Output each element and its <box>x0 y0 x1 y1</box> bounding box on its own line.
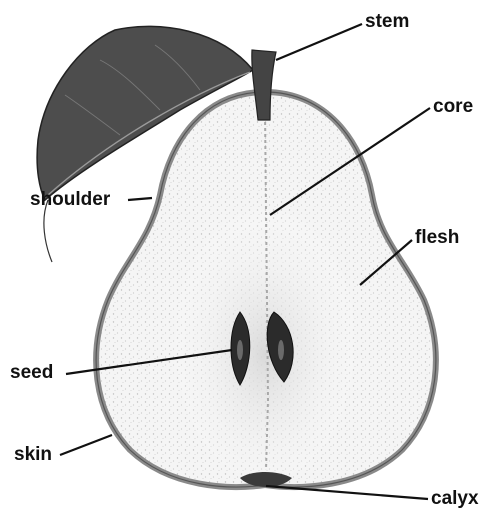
label-shoulder: shoulder <box>30 190 110 209</box>
label-flesh: flesh <box>415 228 459 247</box>
label-calyx: calyx <box>431 489 479 508</box>
calyx-leader <box>266 486 428 499</box>
skin-leader <box>60 435 112 455</box>
shoulder-leader <box>128 198 152 200</box>
label-seed: seed <box>10 363 53 382</box>
label-stem: stem <box>365 12 409 31</box>
label-skin: skin <box>14 445 52 464</box>
stem-leader <box>276 24 362 60</box>
label-core: core <box>433 97 473 116</box>
pear-body <box>96 92 436 487</box>
